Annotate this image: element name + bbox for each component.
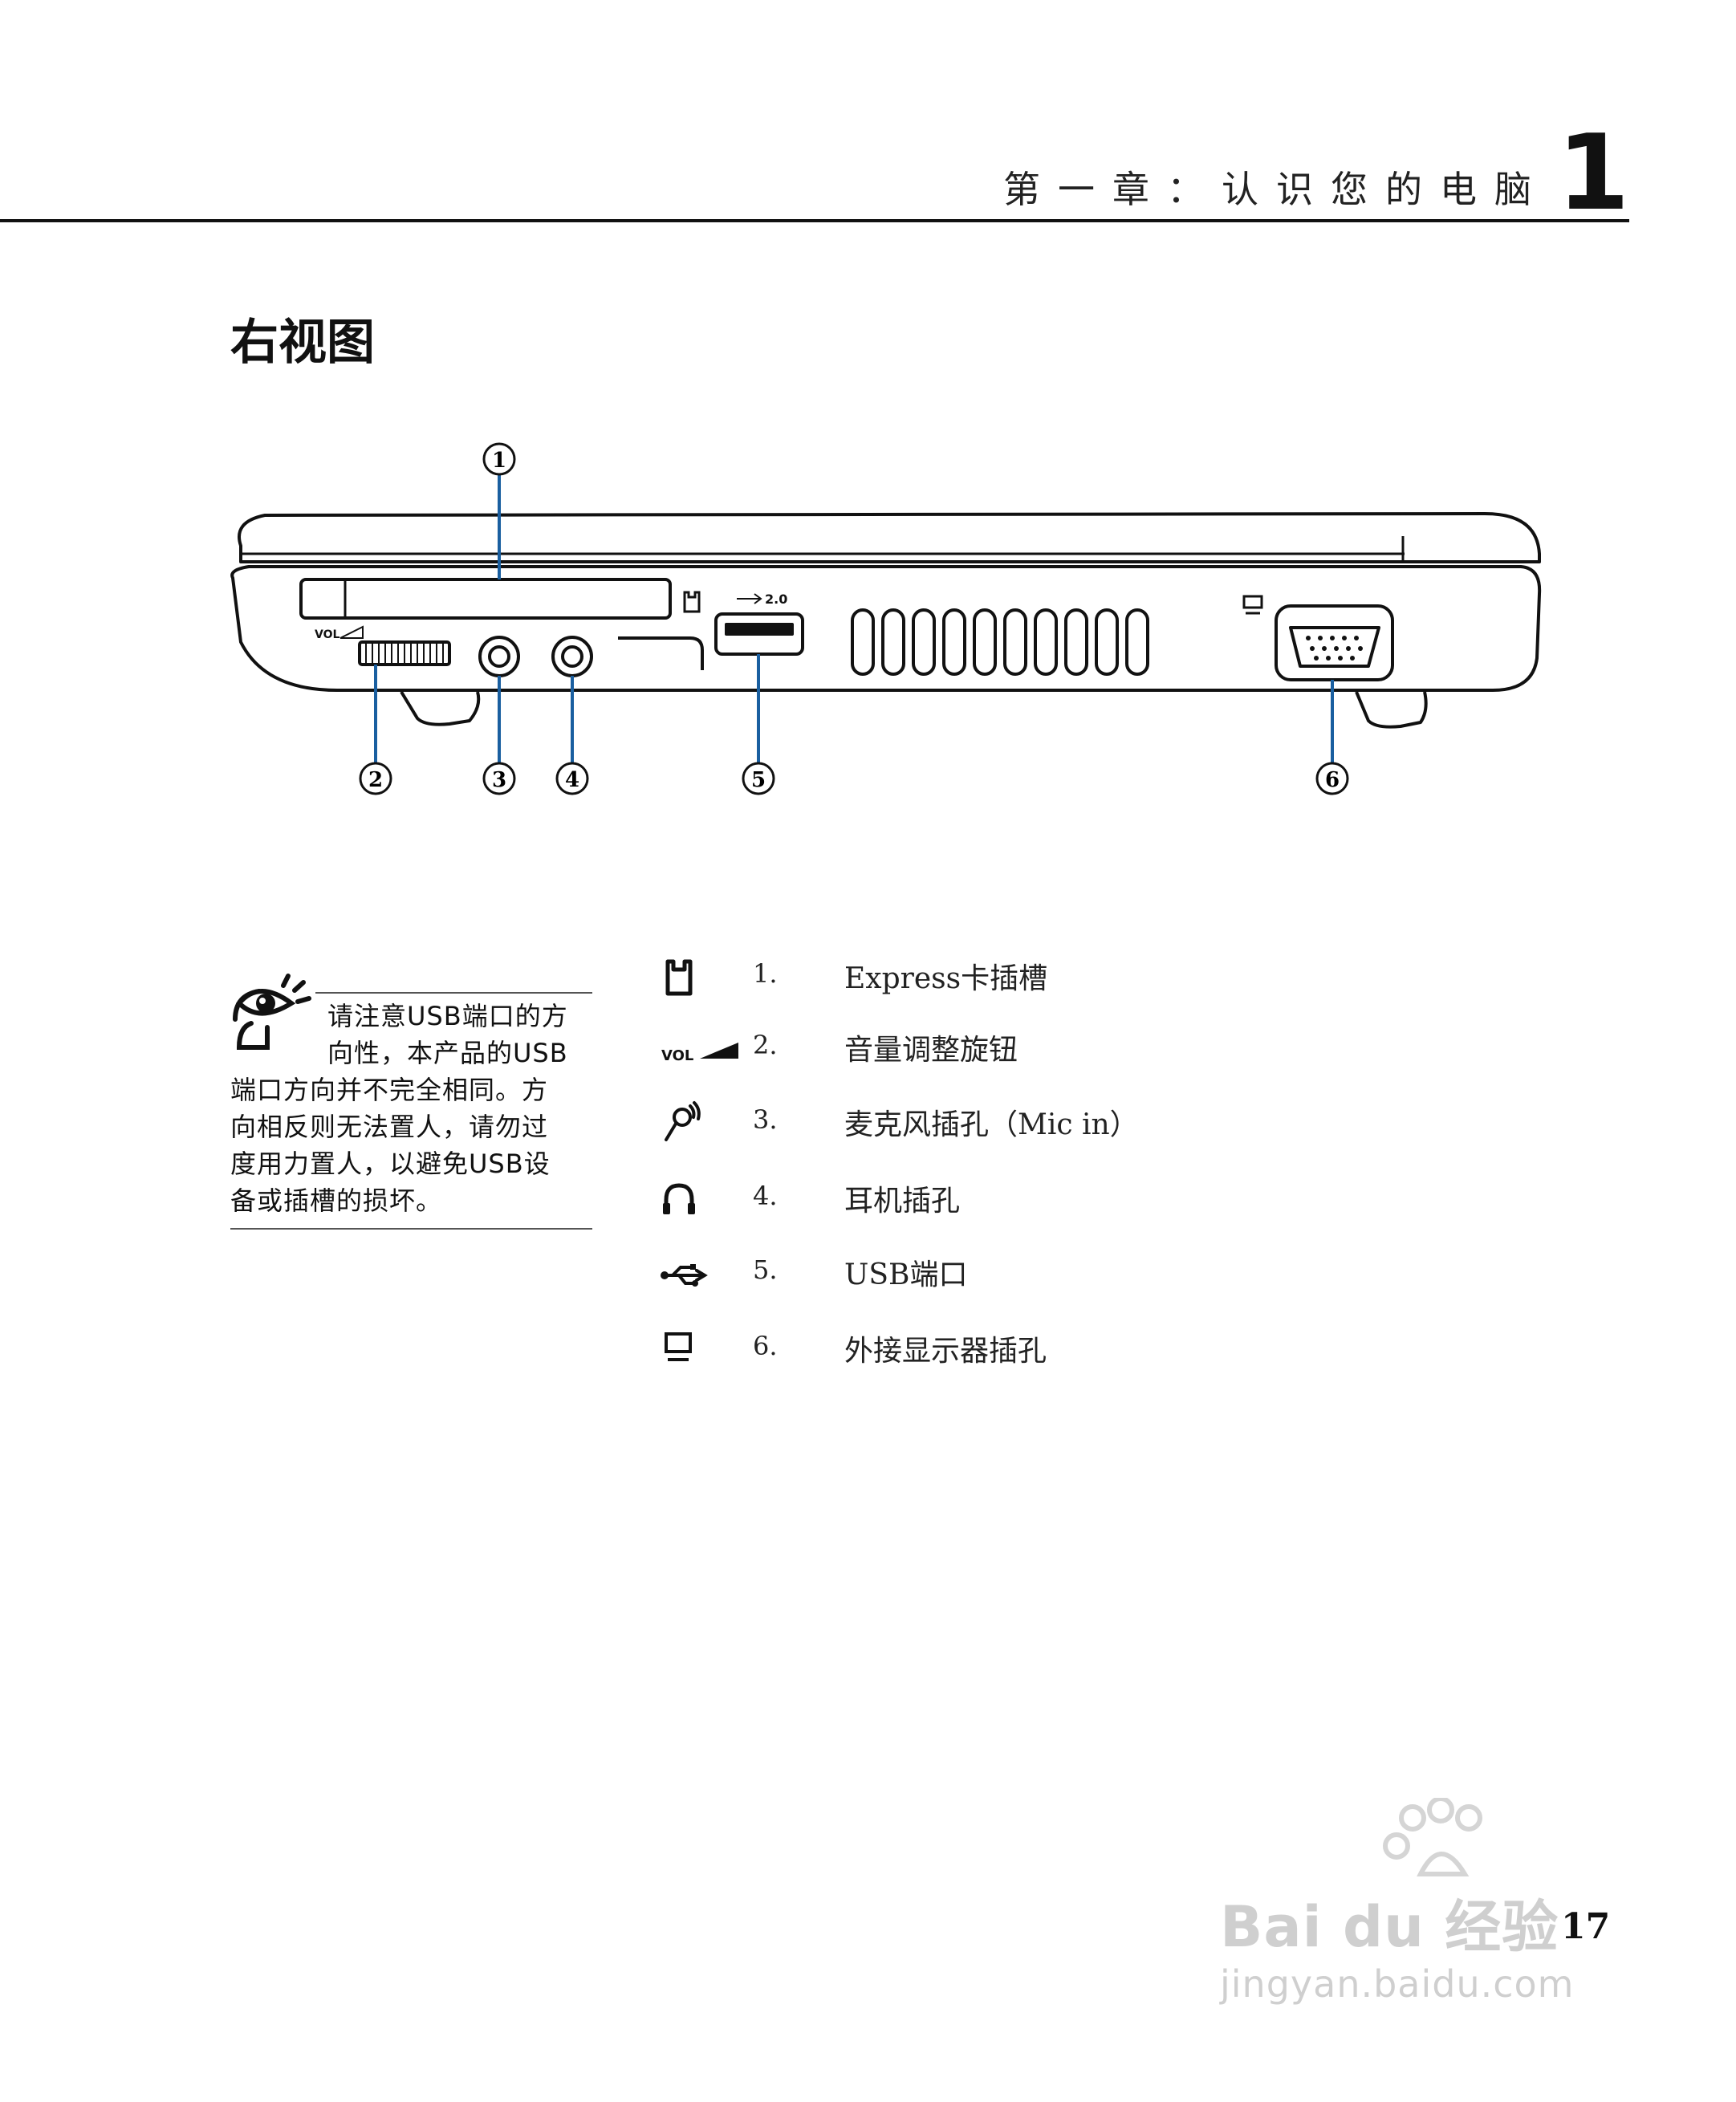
headphone-jack <box>551 636 593 677</box>
express-card-icon <box>665 959 693 996</box>
vga-port <box>1275 604 1394 681</box>
volume-wheel <box>358 640 451 666</box>
note-bottom-rule <box>230 1228 592 1230</box>
legend-label: 音量调整旋钮 <box>844 1034 1018 1067</box>
express-card-slot <box>299 578 672 620</box>
volume-icon: VOL <box>661 1043 738 1064</box>
note-line-5: 度用力置人，以避免USB设 <box>230 1149 551 1179</box>
legend-label: Express卡插槽 <box>844 962 1048 995</box>
header-divider <box>0 219 1629 222</box>
note-line-3: 端口方向并不完全相同。方 <box>230 1075 549 1105</box>
callout-1: 1 <box>492 449 506 473</box>
legend-item-headphone: 4. 耳机插孔 <box>658 1176 1541 1224</box>
vol-mark: VOL <box>315 628 339 641</box>
air-vents <box>851 608 1149 676</box>
legend-number: 3. <box>753 1104 778 1135</box>
legend-item-usb: 5. USB端口 <box>658 1250 1541 1298</box>
legend-item-volume: VOL 2. 音量调整旋钮 <box>658 1025 1541 1073</box>
headphone-icon <box>663 1183 695 1214</box>
eye-note-icon <box>233 974 311 1050</box>
mic-jack <box>478 636 520 677</box>
express-slot-mark-icon <box>683 591 701 613</box>
note-line-6: 备或插槽的损坏。 <box>230 1185 443 1216</box>
legend-label: 麦克风插孔（Mic in） <box>844 1108 1139 1141</box>
usb-icon <box>661 1264 708 1287</box>
legend-label: USB端口 <box>844 1258 968 1291</box>
section-title: 右视图 <box>230 315 375 371</box>
note-top-rule <box>315 992 592 994</box>
laptop-foot-right <box>1355 691 1428 729</box>
callout-2: 2 <box>368 768 383 792</box>
note-line-4: 向相反则无法置人，请勿过 <box>230 1112 549 1142</box>
legend-item-express-card: 1. Express卡插槽 <box>658 953 1541 1002</box>
note-line-2: 向性，本产品的USB <box>327 1038 568 1068</box>
laptop-lid <box>238 512 1541 563</box>
note-line-1: 请注意USB端口的方 <box>327 1001 568 1031</box>
microphone-icon <box>665 1101 701 1141</box>
page-number: 17 <box>1561 1906 1611 1947</box>
watermark-brand: Bai du 经验 <box>1220 1894 1559 1960</box>
callout-5: 5 <box>751 768 766 792</box>
legend-number: 5. <box>753 1254 778 1285</box>
legend-label: 外接显示器插孔 <box>844 1335 1047 1368</box>
legend-label: 耳机插孔 <box>844 1185 961 1218</box>
watermark-url: jingyan.baidu.com <box>1220 1962 1575 2006</box>
laptop-foot-left <box>400 690 481 726</box>
legend-number: 6. <box>753 1331 778 1361</box>
monitor-mark-icon <box>1242 595 1263 615</box>
callout-6: 6 <box>1325 768 1340 792</box>
chapter-title: 第一章：认识您的电脑 <box>1003 168 1549 211</box>
legend-item-monitor: 6. 外接显示器插孔 <box>658 1326 1541 1374</box>
paw-logo-icon <box>1383 1798 1482 1876</box>
callout-4: 4 <box>565 768 579 792</box>
chapter-number: 1 <box>1557 112 1630 234</box>
svg-text:VOL: VOL <box>661 1047 693 1064</box>
laptop-base <box>230 565 1542 692</box>
usb-version-mark: 2.0 <box>765 592 787 607</box>
legend-item-microphone: 3. 麦克风插孔（Mic in） <box>658 1100 1541 1148</box>
legend-number: 2. <box>753 1030 778 1060</box>
monitor-icon <box>665 1332 692 1361</box>
legend-number: 1. <box>753 958 778 989</box>
legend-number: 4. <box>753 1181 778 1211</box>
callout-3: 3 <box>492 768 506 792</box>
laptop-right-view-diagram: VOL 2.0 1 2 3 4 5 6 <box>230 442 1542 795</box>
